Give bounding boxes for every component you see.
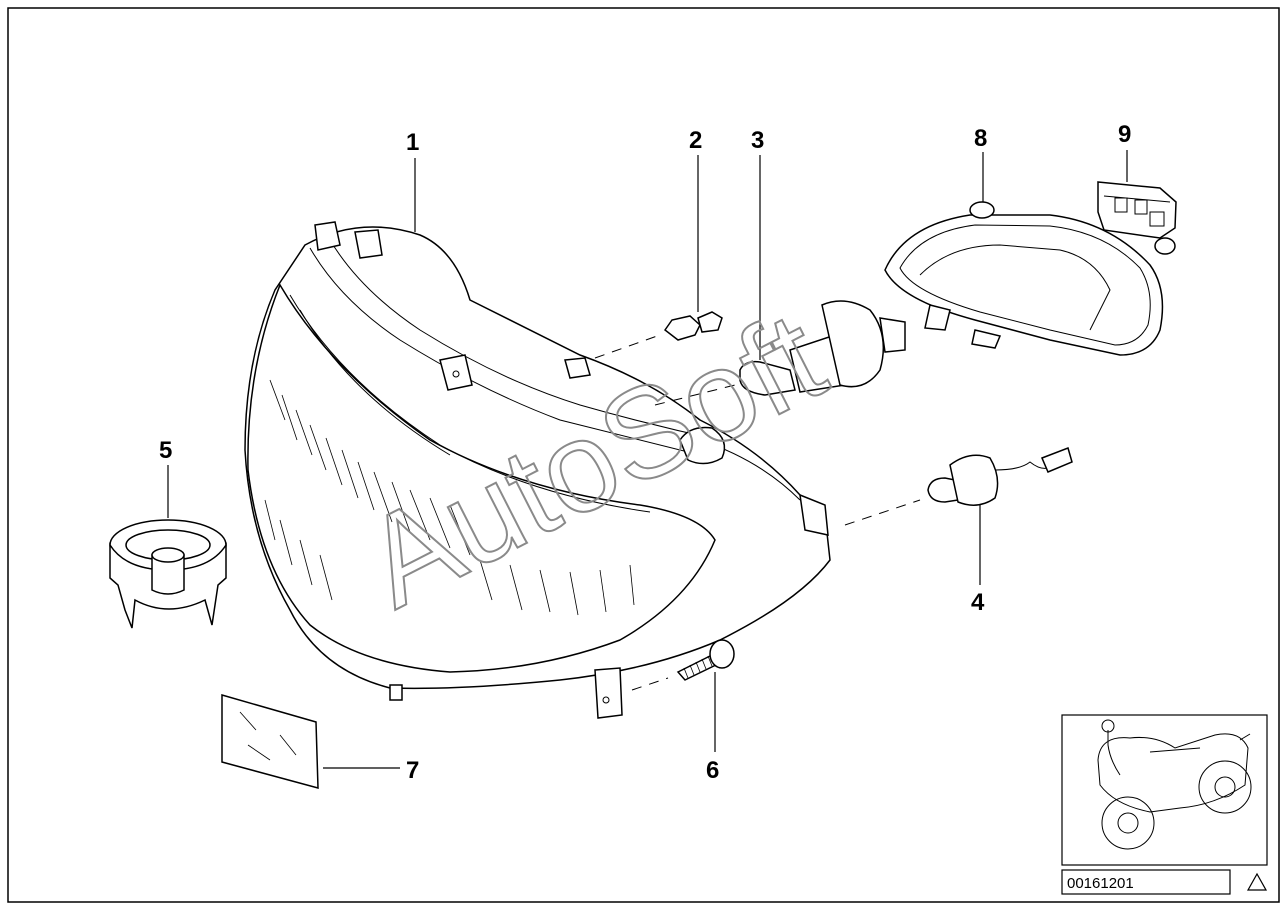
part-number-3: 3 — [751, 127, 764, 154]
part-number-9: 9 — [1118, 121, 1131, 148]
part-number-6: 6 — [706, 757, 719, 784]
diagram-frame — [7, 7, 1280, 903]
motorcycle-icon — [1097, 719, 1252, 850]
cover-cap[interactable] — [109, 519, 227, 629]
part-number-8: 8 — [974, 125, 987, 152]
gasket-cover[interactable] — [884, 201, 1176, 356]
headlight-assembly[interactable] — [244, 221, 831, 719]
diagram-code-box: 00161201 — [1061, 869, 1268, 895]
connector[interactable] — [1097, 181, 1177, 239]
lens-hatching — [264, 379, 635, 616]
part-number-1: 1 — [406, 129, 419, 156]
part-number-7: 7 — [406, 757, 419, 784]
part-number-2: 2 — [689, 127, 702, 154]
parking-bulb[interactable] — [594, 311, 723, 359]
warning-triangle-icon — [1246, 872, 1268, 891]
diagram-code: 00161201 — [1067, 875, 1134, 892]
label-sticker[interactable] — [221, 694, 319, 789]
halogen-bulb[interactable] — [654, 300, 906, 406]
part-number-5: 5 — [159, 437, 172, 464]
bulb-with-socket[interactable] — [844, 447, 1073, 526]
part-number-4: 4 — [971, 589, 985, 616]
leader-lines — [167, 150, 1128, 769]
screw[interactable] — [631, 639, 735, 691]
motorcycle-thumbnail[interactable] — [1061, 714, 1268, 866]
